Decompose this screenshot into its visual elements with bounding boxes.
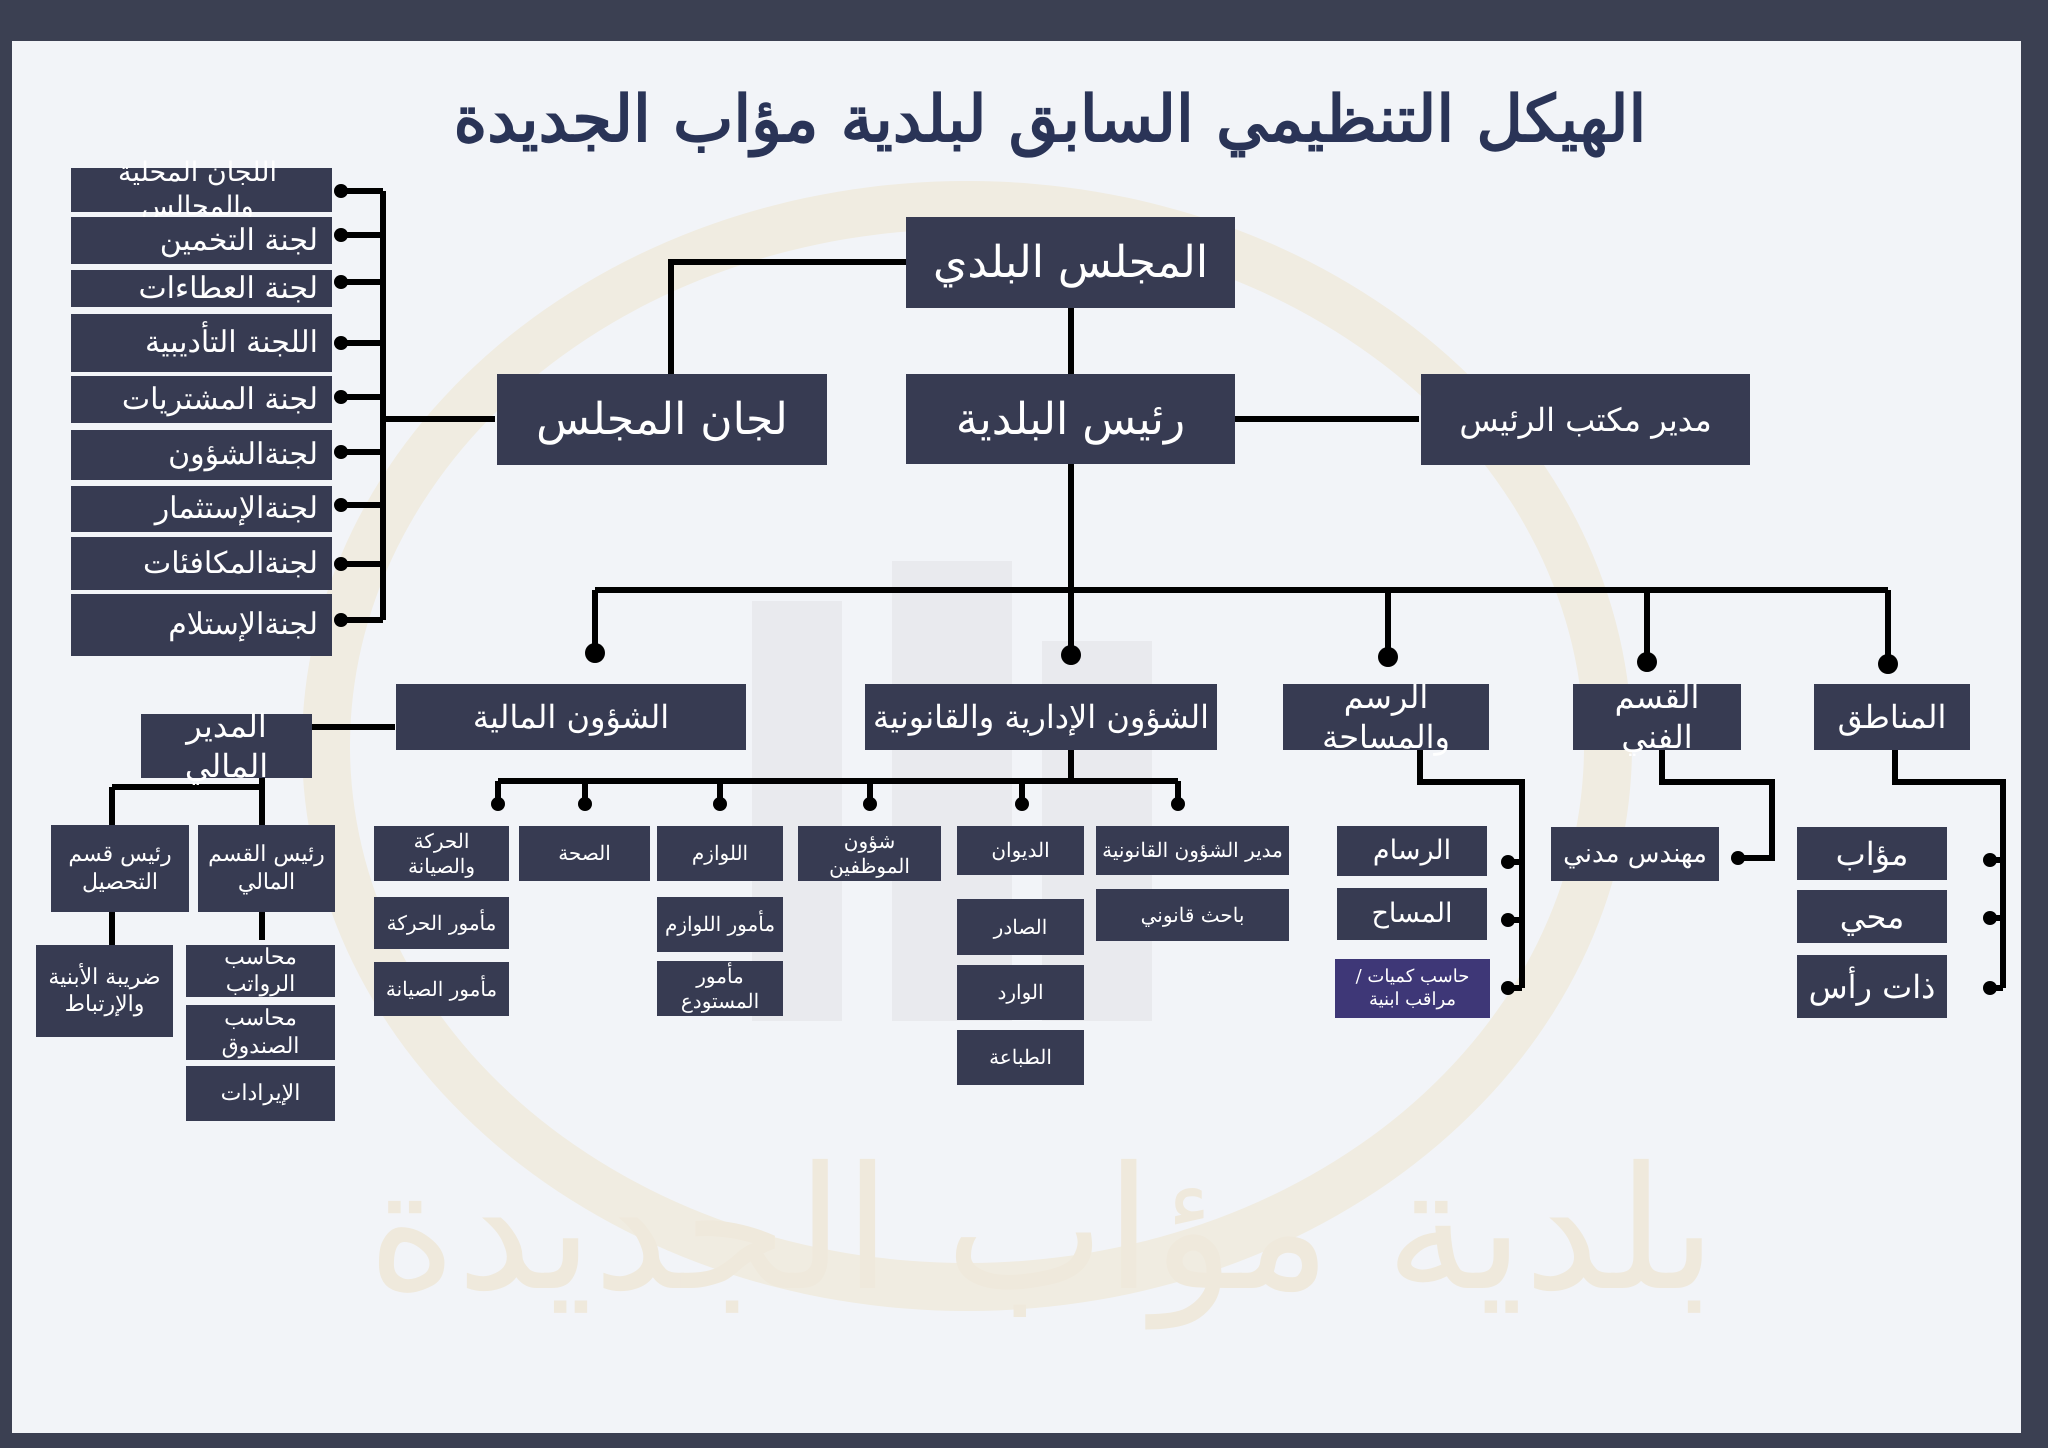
committee-item: لجنةالإستلام [71, 594, 332, 656]
regions-department: المناطق [1814, 684, 1970, 750]
printing-box: الطباعة [957, 1030, 1084, 1085]
staff-affairs-box: شؤون الموظفين [798, 826, 941, 881]
committee-item: اللجان المحلية والمجالس [71, 157, 332, 222]
committee-item: لجنةالمكافئات [71, 537, 332, 590]
movement-maintenance-box: الحركة والصيانة [374, 826, 509, 881]
health-box: الصحة [519, 826, 650, 881]
supplies-officer-box: مأمور اللوازم [657, 897, 783, 952]
council-committees-box: لجان المجلس [497, 374, 827, 465]
supplies-box: اللوازم [657, 826, 783, 881]
region-item: مؤاب [1797, 827, 1947, 880]
financial-manager-box: المدير المالي [141, 707, 312, 785]
diwan-box: الديوان [957, 826, 1084, 875]
watermark-building [752, 601, 842, 1021]
committee-item: اللجنة التأديبية [71, 314, 332, 372]
committee-item: لجنةالشؤون [71, 430, 332, 480]
mayor-box: رئيس البلدية [906, 374, 1235, 464]
salaries-accountant-box: محاسب الرواتب [186, 945, 335, 997]
cash-accountant-box: محاسب الصندوق [186, 1005, 335, 1060]
quantity-surveyor-box: حاسب كميات /مراقب ابنية [1335, 959, 1490, 1018]
technical-department: القسم الفني [1573, 678, 1741, 756]
committee-item: لجنة المشتريات [71, 376, 332, 423]
watermark-text: بلدية مؤاب الجديدة [367, 1131, 1717, 1329]
committee-item: لجنة العطاءات [71, 270, 332, 307]
building-tax-box: ضريبة الأبنية والإرتباط [36, 945, 173, 1037]
committee-item: لجنة التخمين [71, 217, 332, 264]
incoming-box: الوارد [957, 965, 1084, 1020]
region-item: ذات رأس [1797, 955, 1947, 1018]
chart-title: الهيكل التنظيمي السابق لبلدية مؤاب الجدي… [453, 82, 1647, 157]
outgoing-box: الصادر [957, 899, 1084, 955]
civil-engineer-box: مهندس مدني [1551, 827, 1719, 881]
maintenance-officer-box: مأمور الصيانة [374, 962, 509, 1016]
drawing-survey-department: الرسم والمساحة [1283, 678, 1489, 756]
finance-department: الشؤون المالية [396, 684, 746, 750]
finance-section-head-box: رئيس القسم المالي [198, 825, 335, 912]
revenues-box: الإيرادات [186, 1066, 335, 1121]
region-item: محي [1797, 890, 1947, 943]
office-manager-box: مدير مكتب الرئيس [1421, 374, 1750, 465]
council-box: المجلس البلدي [906, 217, 1235, 308]
legal-researcher-box: باحث قانوني [1096, 889, 1289, 941]
legal-manager-box: مدير الشؤون القانونية [1096, 826, 1289, 875]
draftsman-box: الرسام [1337, 826, 1487, 876]
movement-officer-box: مأمور الحركة [374, 897, 509, 949]
committee-item: لجنةالإستثمار [71, 486, 332, 532]
admin-legal-department: الشؤون الإدارية والقانونية [865, 684, 1217, 750]
surveyor-box: المساح [1337, 888, 1487, 940]
warehouse-officer-box: مأمور المستودع [657, 961, 783, 1016]
collection-head-box: رئيس قسم التحصيل [51, 825, 189, 912]
